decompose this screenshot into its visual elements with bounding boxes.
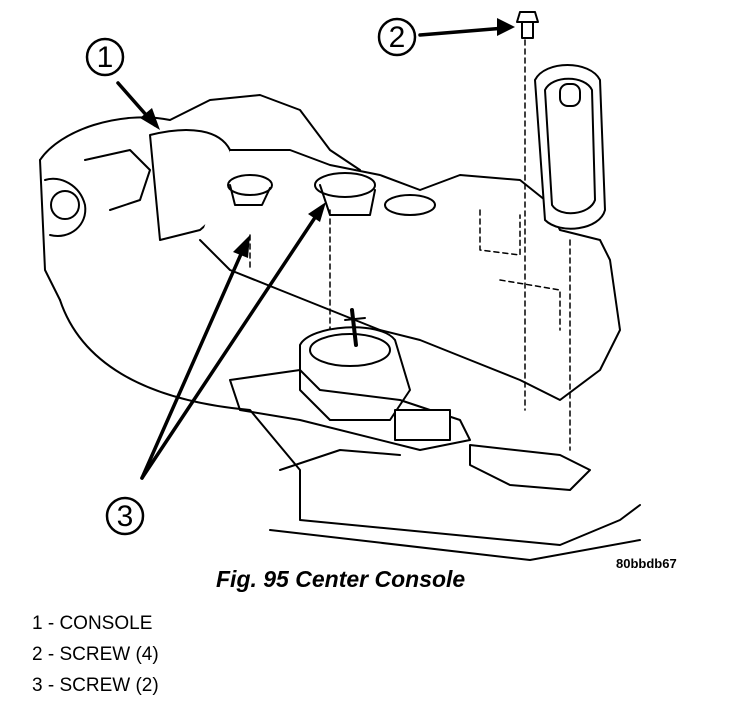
leader-3-b [140,208,322,480]
floor-outline [59,299,641,546]
legend: 1 - CONSOLE 2 - SCREW (4) 3 - SCREW (2) [32,612,159,705]
figure-code: 80bbdb67 [616,556,677,571]
floor-outline-lower [269,529,641,561]
arrowhead-1 [140,108,160,130]
floor-step [279,449,401,471]
arrowhead-3b [308,202,326,222]
legend-item-screw-2: 3 - SCREW (2) [32,675,159,696]
leader-3-a [140,243,247,480]
cupholder-right [384,194,436,216]
callout-3-number: 3 [117,500,134,533]
leader-2 [418,26,507,37]
callout-2-circle [377,17,417,57]
armrest-lid [534,64,606,230]
callout-1-number: 1 [97,41,114,74]
steering-column [44,177,87,237]
legend-item-console: 1 - CONSOLE [32,613,153,634]
callout-2-number: 2 [389,21,406,54]
arrowhead-2 [497,18,515,36]
figure-title: Fig. 95 Center Console [216,566,466,592]
shift-lever [350,308,358,347]
instrument-panel-lower [39,159,61,301]
legend-item-screw-4: 2 - SCREW (4) [32,644,159,665]
shifter-bracket [229,369,471,451]
cupholder-center [314,172,376,198]
instrument-panel [39,94,361,171]
callout-3-circle [105,496,145,536]
cupholder-left [227,174,273,196]
callout-1-circle [85,37,125,77]
floor-bracket [469,444,591,491]
screw-head [516,11,539,23]
arrowhead-3a [233,235,250,258]
